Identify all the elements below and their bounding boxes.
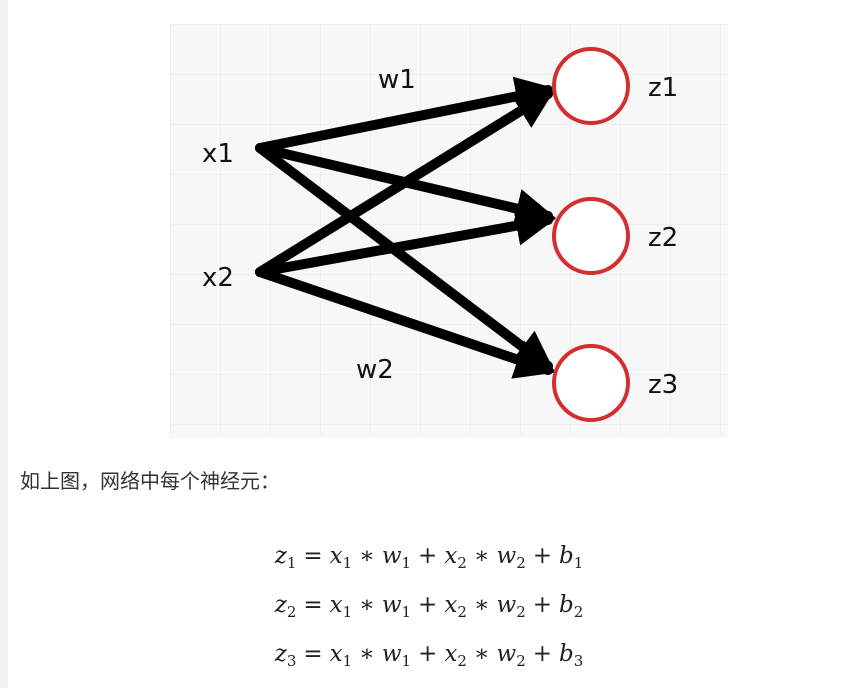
- eq-sub: 2: [516, 652, 526, 670]
- eq-sub: 2: [457, 652, 467, 670]
- eq-sub: 1: [401, 652, 412, 670]
- eq-sub: 2: [516, 603, 526, 621]
- node-z1: [552, 47, 630, 125]
- label-z1: z1: [648, 73, 678, 103]
- eq-var: b: [559, 641, 574, 667]
- eq-sub: 2: [516, 554, 526, 572]
- edge-x2-z3: [255, 267, 556, 379]
- eq-operator: +: [418, 543, 438, 569]
- eq-operator: +: [532, 641, 553, 667]
- eq-sub: 2: [457, 603, 467, 621]
- equation-z2: z2=x1∗w1+x2∗w2+b2: [0, 584, 858, 633]
- eq-sub: 2: [286, 603, 297, 621]
- eq-operator: +: [532, 592, 553, 618]
- eq-sub: 1: [286, 554, 297, 572]
- eq-operator: +: [532, 543, 553, 569]
- eq-var: z: [274, 543, 287, 569]
- eq-operator: ∗: [359, 592, 375, 618]
- grid-background: [170, 24, 728, 438]
- eq-sub: 1: [401, 603, 412, 621]
- eq-var: w: [381, 543, 402, 569]
- equation-z1: z1=x1∗w1+x2∗w2+b1: [0, 535, 858, 584]
- eq-var: w: [381, 592, 402, 618]
- left-gutter: [0, 0, 8, 688]
- eq-operator: =: [303, 543, 323, 569]
- edge-x2-z2: [255, 206, 556, 277]
- edge-x2-z1: [255, 89, 555, 277]
- eq-var: z: [274, 592, 287, 618]
- eq-var: b: [559, 543, 574, 569]
- eq-var: w: [381, 641, 402, 667]
- eq-sub: 2: [457, 554, 467, 572]
- eq-var: z: [274, 641, 287, 667]
- eq-var: w: [496, 641, 517, 667]
- eq-var: x: [444, 592, 458, 618]
- eq-operator: ∗: [359, 641, 375, 667]
- eq-var: x: [329, 543, 343, 569]
- edge-x1-z1: [255, 76, 556, 153]
- label-z2: z2: [648, 223, 678, 253]
- node-z2: [552, 197, 630, 275]
- eq-var: x: [329, 641, 343, 667]
- diagram-canvas: x1 x2 w1 w2 z1 z2 z3: [170, 24, 728, 438]
- equation-z3: z3=x1∗w1+x2∗w2+b3: [0, 633, 858, 682]
- eq-operator: =: [303, 641, 323, 667]
- label-x1: x1: [202, 139, 234, 169]
- node-z3: [552, 344, 630, 422]
- eq-operator: ∗: [359, 543, 375, 569]
- label-z3: z3: [648, 370, 678, 400]
- eq-sub: 1: [342, 554, 353, 572]
- label-x2: x2: [202, 263, 234, 293]
- eq-sub: 1: [573, 554, 584, 572]
- eq-sub: 2: [573, 603, 584, 621]
- eq-var: x: [444, 641, 458, 667]
- eq-sub: 3: [573, 652, 584, 670]
- eq-var: x: [444, 543, 458, 569]
- eq-sub: 1: [401, 554, 412, 572]
- eq-operator: =: [303, 592, 323, 618]
- eq-operator: ∗: [473, 641, 490, 667]
- eq-sub: 1: [342, 603, 353, 621]
- eq-operator: +: [418, 592, 438, 618]
- eq-sub: 1: [342, 652, 353, 670]
- label-w1: w1: [378, 65, 416, 95]
- eq-operator: ∗: [473, 592, 490, 618]
- eq-var: b: [559, 592, 574, 618]
- eq-var: x: [329, 592, 343, 618]
- eq-var: w: [496, 592, 517, 618]
- eq-operator: ∗: [473, 543, 490, 569]
- label-w2: w2: [356, 355, 394, 385]
- eq-sub: 3: [286, 652, 297, 670]
- neural-network-diagram: x1 x2 w1 w2 z1 z2 z3: [170, 24, 728, 438]
- edge-x1-z3: [255, 143, 555, 371]
- caption-text: 如上图，网络中每个神经元：: [20, 469, 280, 493]
- eq-operator: +: [418, 641, 438, 667]
- eq-var: w: [496, 543, 517, 569]
- equation-block: z1=x1∗w1+x2∗w2+b1 z2=x1∗w1+x2∗w2+b2 z3=x…: [0, 535, 858, 682]
